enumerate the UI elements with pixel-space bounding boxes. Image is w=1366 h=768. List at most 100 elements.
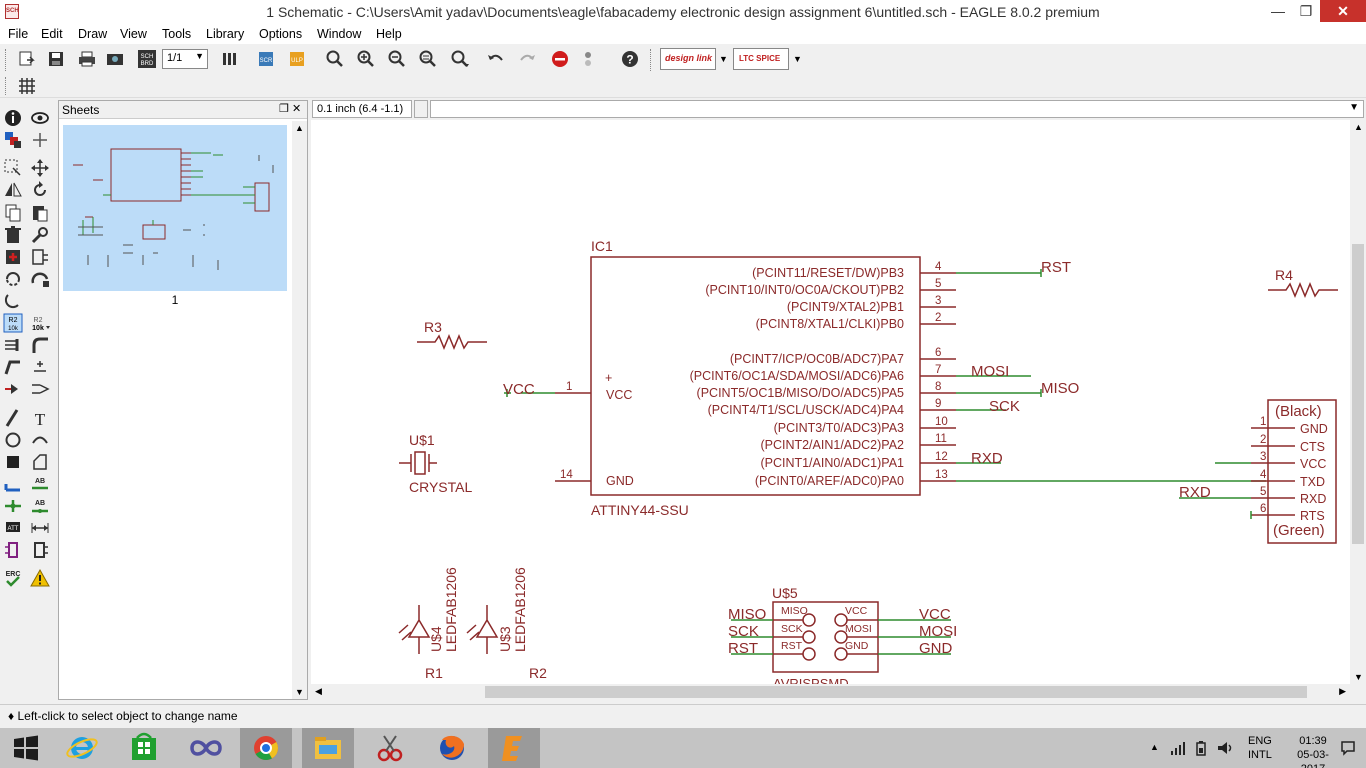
split-icon[interactable] — [3, 291, 23, 311]
tray-expand-icon[interactable]: ▲ — [1150, 742, 1159, 752]
bus-icon[interactable] — [3, 474, 23, 494]
net-icon[interactable] — [3, 496, 23, 516]
paste-icon[interactable] — [30, 203, 50, 223]
battery-icon[interactable] — [1194, 740, 1208, 756]
net-label-gnd-isp[interactable]: GND — [919, 640, 953, 657]
menu-help[interactable]: Help — [376, 27, 402, 41]
close-panel-icon[interactable]: ✕ — [291, 103, 302, 115]
add-part-icon[interactable] — [3, 247, 23, 267]
arc-icon[interactable] — [30, 430, 50, 450]
eagle-app-icon[interactable] — [488, 728, 540, 768]
undock-icon[interactable]: ❐ — [279, 103, 289, 115]
chevron-down-icon[interactable]: ▼ — [719, 54, 728, 64]
net-label-sck-isp[interactable]: SCK — [728, 623, 759, 640]
volume-icon[interactable] — [1216, 740, 1234, 756]
canvas-horizontal-scrollbar[interactable]: ◀ ▶ — [311, 684, 1350, 700]
menu-view[interactable]: View — [120, 27, 147, 41]
toolbar-grip[interactable] — [5, 49, 8, 71]
scroll-down-icon[interactable]: ▼ — [1354, 672, 1363, 682]
schematic-canvas[interactable]: IC1 ATTINY44-SSU (PCINT11/RESET/DW)PB3 (… — [311, 120, 1350, 684]
net-label-miso[interactable]: MISO — [1041, 380, 1079, 397]
file-explorer-icon[interactable] — [302, 728, 354, 768]
menu-library[interactable]: Library — [206, 27, 245, 41]
chrome-icon[interactable] — [240, 728, 292, 768]
net-label-mosi-isp[interactable]: MOSI — [919, 623, 957, 640]
zoom-out-icon[interactable] — [387, 49, 407, 69]
scroll-right-icon[interactable]: ▶ — [1339, 686, 1346, 696]
net-label-mosi[interactable]: MOSI — [971, 363, 1009, 380]
notifications-icon[interactable] — [1340, 740, 1356, 756]
invoke-icon[interactable] — [3, 379, 23, 399]
sheets-scrollbar[interactable]: ▲ ▼ — [292, 121, 307, 699]
redraw-icon[interactable] — [418, 49, 438, 69]
pinswap-icon[interactable] — [3, 269, 23, 289]
text-icon[interactable]: T — [30, 408, 50, 428]
net-label-rst[interactable]: RST — [1041, 259, 1071, 276]
menu-file[interactable]: File — [8, 27, 29, 41]
zoom-fit-icon[interactable] — [325, 49, 345, 69]
menu-tools[interactable]: Tools — [162, 27, 192, 41]
crystal-symbol[interactable] — [399, 451, 437, 475]
minimize-button[interactable]: — — [1271, 3, 1285, 19]
firefox-icon[interactable] — [426, 728, 478, 768]
polygon-icon[interactable] — [30, 452, 50, 472]
delete-icon[interactable] — [3, 225, 23, 245]
network-signal-icon[interactable] — [1170, 740, 1186, 756]
show-icon[interactable] — [30, 108, 50, 128]
scroll-left-icon[interactable]: ◀ — [315, 686, 322, 696]
net-label-vcc-isp[interactable]: VCC — [919, 606, 951, 623]
scroll-thumb[interactable] — [1352, 244, 1364, 544]
scroll-thumb[interactable] — [485, 686, 1307, 698]
windows-start-icon[interactable] — [0, 728, 52, 768]
go-icon[interactable] — [578, 49, 598, 69]
scroll-down-icon[interactable]: ▼ — [295, 687, 304, 697]
net-label-sck[interactable]: SCK — [989, 398, 1020, 415]
menu-window[interactable]: Window — [317, 27, 362, 41]
maximize-button[interactable]: ❐ — [1299, 3, 1313, 19]
ratsnest-icon[interactable] — [30, 379, 50, 399]
led-u3-symbol[interactable] — [466, 605, 499, 654]
mark-icon[interactable] — [30, 130, 50, 150]
internet-explorer-icon[interactable] — [56, 728, 108, 768]
save-icon[interactable] — [46, 49, 66, 69]
undo-icon[interactable] — [486, 49, 506, 69]
chevron-down-icon[interactable]: ▼ — [793, 54, 802, 64]
redo-icon[interactable] — [517, 49, 537, 69]
ltc-spice-button[interactable]: LTC SPICE — [733, 48, 789, 70]
junction-label-icon[interactable]: AB — [30, 496, 50, 516]
menu-edit[interactable]: Edit — [41, 27, 63, 41]
eagle-sch-icon[interactable]: SCH — [5, 4, 19, 19]
menu-draw[interactable]: Draw — [78, 27, 108, 41]
ftdi-header-body[interactable] — [1267, 399, 1337, 544]
group-icon[interactable] — [3, 158, 23, 178]
zoom-select-icon[interactable] — [450, 49, 470, 69]
chevron-down-icon[interactable]: ▼ — [1349, 102, 1359, 113]
ulp-icon[interactable]: ULP — [288, 49, 308, 69]
sheet-select[interactable]: 1/1▼ — [162, 49, 208, 69]
menu-options[interactable]: Options — [259, 27, 303, 41]
zoom-in-icon[interactable] — [356, 49, 376, 69]
toolbar-grip[interactable] — [650, 49, 653, 71]
r3-resistor[interactable] — [417, 334, 487, 350]
sheet-thumbnail[interactable] — [63, 125, 287, 291]
erc-icon[interactable]: ERC — [3, 568, 23, 588]
r4-resistor[interactable] — [1268, 282, 1338, 298]
smash-icon[interactable] — [3, 335, 23, 355]
rectangle-icon[interactable] — [3, 452, 23, 472]
led-u4-symbol[interactable] — [398, 605, 431, 654]
grid-icon[interactable] — [17, 76, 37, 96]
coordinate-toggle-button[interactable] — [414, 100, 428, 118]
help-icon[interactable]: ? — [620, 49, 640, 69]
warning-icon[interactable] — [30, 568, 50, 588]
frame-icon[interactable] — [3, 540, 23, 560]
toolbar-grip[interactable] — [5, 77, 8, 95]
rotate-icon[interactable] — [30, 180, 50, 200]
canvas-vertical-scrollbar[interactable]: ▲ ▼ — [1350, 120, 1366, 684]
cam-processor-icon[interactable] — [105, 49, 125, 69]
net-label-rst-isp[interactable]: RST — [728, 640, 758, 657]
gateswap-icon[interactable] — [30, 269, 50, 289]
print-icon[interactable] — [77, 49, 97, 69]
label-icon[interactable]: AB — [30, 474, 50, 494]
